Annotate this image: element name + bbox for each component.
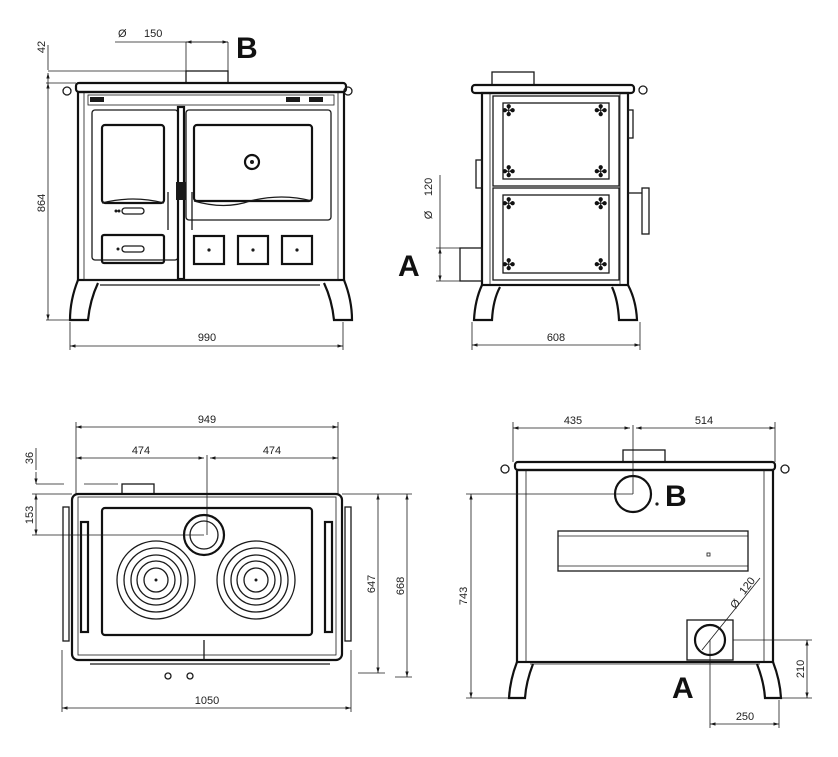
oven-door: [185, 109, 332, 221]
dim-flue-offset: 36: [24, 452, 36, 464]
oven-window: [192, 123, 314, 203]
rear-top-plate: [513, 460, 777, 472]
ash-drawer: [100, 233, 166, 265]
label-flue-b: B: [236, 32, 258, 65]
rear-leg-right: [755, 661, 783, 700]
firebox-window: [100, 123, 166, 205]
svg-text:✤: ✤: [594, 101, 607, 120]
dim-rear-outlet-height: 210: [795, 660, 807, 678]
dim-inner-depth: 647: [366, 575, 378, 593]
burner-left: [116, 540, 196, 620]
svg-text:✤: ✤: [502, 194, 515, 213]
svg-text:✤: ✤: [594, 194, 607, 213]
side-leg-right: [610, 284, 639, 322]
dim-overall-width: 1050: [195, 695, 219, 707]
rear-leg-left: [507, 661, 535, 700]
badge-right: [309, 97, 323, 102]
towel-rail-right: [344, 506, 352, 642]
svg-text:✤: ✤: [502, 162, 515, 181]
dim-rear-right-to-flue: 514: [695, 415, 713, 427]
dim-rear-flue-height: 743: [458, 587, 470, 605]
svg-text:✤: ✤: [502, 101, 515, 120]
dim-depth: 608: [547, 332, 565, 344]
svg-text:✤: ✤: [594, 162, 607, 181]
dim-diameter-symbol: Ø: [118, 28, 127, 40]
dim-rear-diameter-symbol: Ø: [728, 597, 743, 611]
door-handle: [176, 182, 186, 200]
towel-rail-left: [62, 506, 70, 642]
dim-total-height: 864: [36, 194, 48, 212]
label-side-outlet-a: A: [398, 250, 420, 283]
label-rear-outlet-a: A: [672, 672, 694, 705]
leg-left: [68, 279, 99, 322]
label-rear-flue-b: B: [665, 480, 687, 513]
side-view: ✤ ✤ ✤ ✤ ✤ ✤ ✤ ✤ Ø 120 A 608: [398, 71, 650, 350]
side-panel-upper: [492, 95, 620, 187]
svg-text:✤: ✤: [594, 255, 607, 274]
drawer-2: [236, 234, 270, 266]
side-leg-left: [472, 284, 501, 322]
dim-left-to-flue: 474: [132, 445, 150, 457]
dim-hob-width: 949: [198, 414, 216, 426]
rail-knob-left: [62, 86, 72, 96]
burner-right: [216, 540, 296, 620]
side-body: [480, 91, 630, 287]
vents-left: [79, 520, 90, 634]
drawer-1: [192, 234, 226, 266]
top-view: 949 474 474 36 153 647 668 1050: [24, 414, 412, 712]
rear-access-plate: [557, 530, 749, 572]
front-view: 42 864 Ø 150 B 990: [36, 28, 354, 350]
dim-side-outlet-diameter: 120: [423, 178, 435, 196]
dim-right-to-flue: 474: [263, 445, 281, 457]
dim-rear-left-to-flue: 435: [564, 415, 582, 427]
oven-thermometer: [243, 153, 261, 171]
side-outlet-a: [459, 247, 483, 282]
flue-pipe-b: [185, 70, 229, 84]
dim-flue-diameter: 150: [144, 28, 162, 40]
dim-rear-outlet-diameter: 120: [737, 575, 758, 597]
dim-outer-depth: 668: [395, 577, 407, 595]
dim-flue-height: 42: [36, 41, 48, 53]
badge-brand: [286, 97, 300, 102]
rear-body: [515, 468, 775, 664]
side-top-plate: [470, 83, 636, 95]
top-plate: [74, 81, 348, 94]
rear-view: B A 435 514 743 Ø 120 210: [458, 415, 812, 728]
svg-text:✤: ✤: [502, 255, 515, 274]
vents-right: [323, 520, 334, 634]
dim-side-diameter-symbol: Ø: [423, 210, 435, 219]
side-handle: [641, 187, 650, 235]
stove-body: [76, 90, 346, 282]
side-panel-lower: [492, 187, 620, 281]
drawer-3: [280, 234, 314, 266]
dim-flue-depth: 153: [24, 506, 36, 524]
badge-left: [90, 97, 104, 102]
flue-pipe-side: [491, 71, 535, 86]
dim-rear-outlet-offset: 250: [736, 711, 754, 723]
dim-total-width: 990: [198, 332, 216, 344]
leg-right: [323, 279, 354, 322]
